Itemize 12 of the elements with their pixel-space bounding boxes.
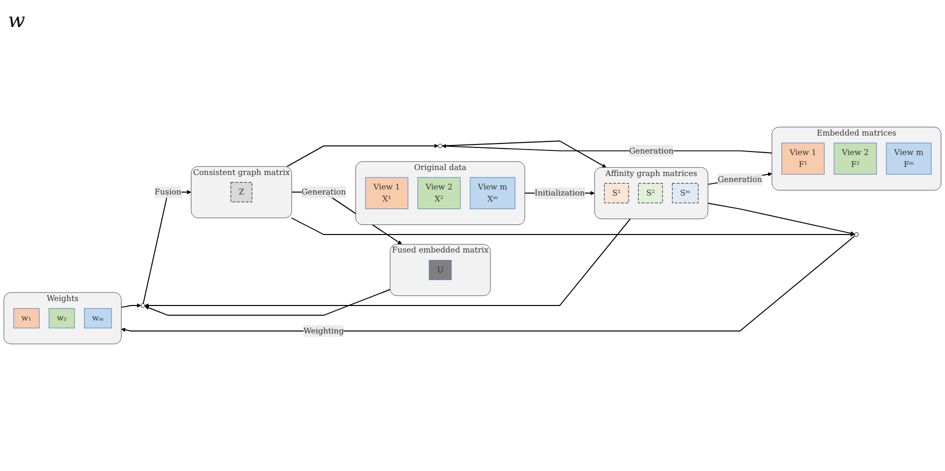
arrow <box>286 144 438 167</box>
node-circle <box>140 303 146 308</box>
arrow <box>121 236 856 332</box>
axis-label: w <box>8 8 26 32</box>
arrow <box>707 202 855 236</box>
node-circle <box>854 232 859 237</box>
arrow <box>144 218 631 308</box>
arrow <box>290 217 855 237</box>
node-circle <box>438 144 442 148</box>
arrow <box>120 303 142 308</box>
arrow <box>442 140 606 168</box>
arrow <box>144 289 391 316</box>
